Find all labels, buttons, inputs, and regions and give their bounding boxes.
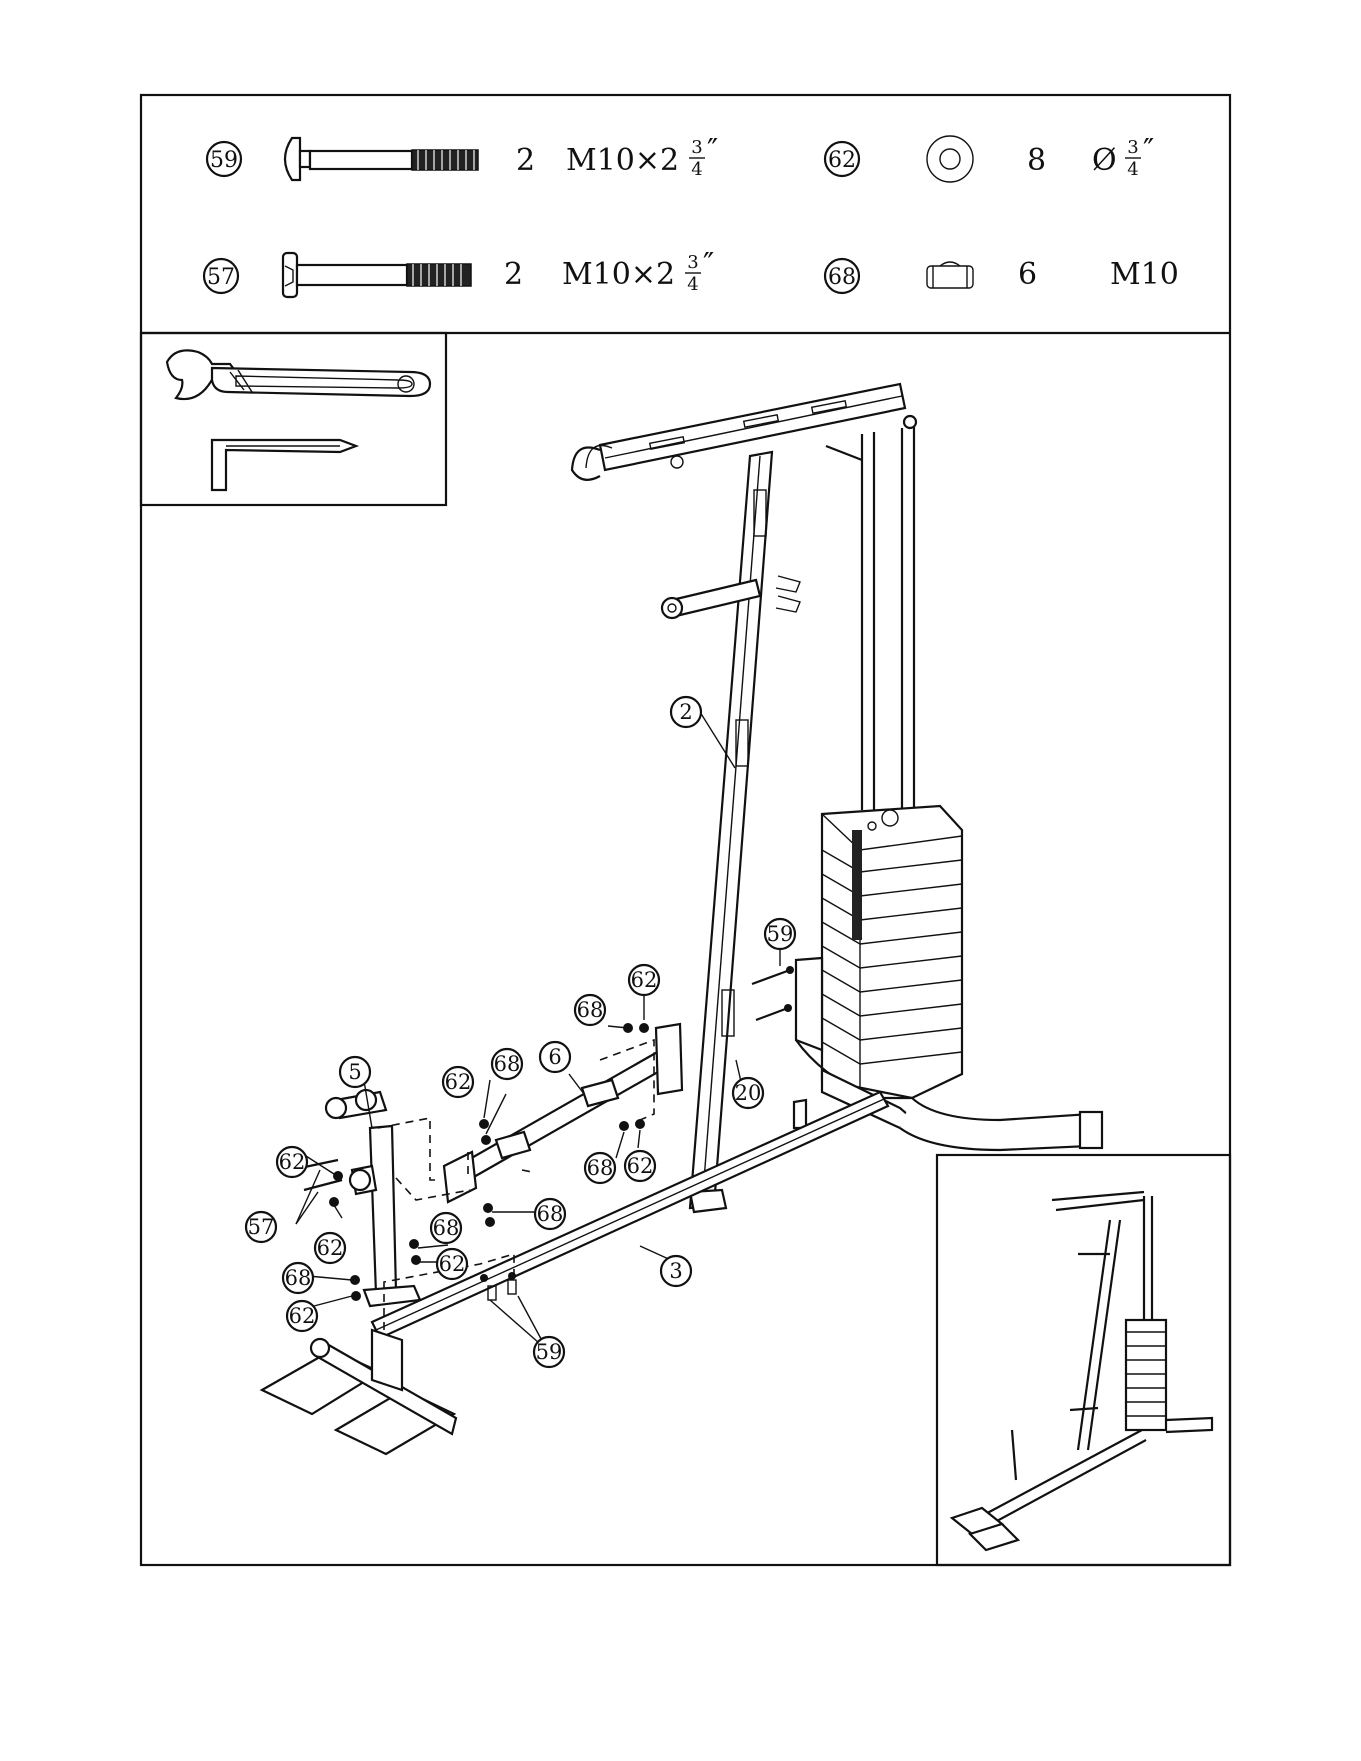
callout-68e: 68 — [431, 1213, 461, 1243]
callout-68a: 68 — [575, 995, 605, 1025]
callout-62e: 62 — [443, 1067, 473, 1097]
size-unit: ″ — [703, 247, 714, 282]
top-crossbar — [572, 384, 916, 480]
weight-stack — [822, 806, 962, 1098]
svg-text:68: 68 — [494, 1052, 521, 1076]
svg-text:62: 62 — [631, 968, 658, 992]
callout-59a: 59 — [765, 919, 795, 949]
callout-62b: 62 — [315, 1233, 345, 1263]
adjustable-wrench-icon — [167, 350, 430, 399]
svg-text:59: 59 — [767, 922, 794, 946]
size-main: M10 — [1110, 257, 1179, 292]
callout-68f: 68 — [283, 1263, 313, 1293]
part-number: 59 — [210, 148, 238, 173]
callout-62f: 62 — [629, 965, 659, 995]
size-unit: ″ — [707, 133, 718, 168]
svg-text:6: 6 — [548, 1045, 561, 1069]
svg-text:62: 62 — [279, 1150, 306, 1174]
callout-5: 5 — [340, 1057, 370, 1087]
callout-2: 2 — [671, 697, 701, 727]
hardware-row-57: 57 2 M10×2 3 4 ″ — [204, 247, 714, 297]
svg-text:68: 68 — [587, 1156, 614, 1180]
hardware-row-62: 62 8 Ø 3 4 ″ — [825, 133, 1154, 182]
callout-59b: 59 — [534, 1337, 564, 1367]
callout-68b: 68 — [492, 1049, 522, 1079]
svg-text:68: 68 — [433, 1216, 460, 1240]
svg-text:68: 68 — [577, 998, 604, 1022]
callout-62a: 62 — [277, 1147, 307, 1177]
size-frac-num: 3 — [691, 137, 702, 158]
svg-text:2: 2 — [679, 700, 692, 724]
part-number: 62 — [828, 148, 856, 173]
svg-text:62: 62 — [317, 1236, 344, 1260]
svg-text:57: 57 — [248, 1215, 275, 1239]
size-main: M10×2 — [566, 143, 679, 178]
svg-text:20: 20 — [735, 1081, 762, 1105]
page-frame — [141, 95, 1230, 1565]
size-frac-num: 3 — [687, 252, 698, 273]
svg-text:59: 59 — [536, 1340, 563, 1364]
svg-text:5: 5 — [348, 1060, 361, 1084]
svg-text:68: 68 — [537, 1202, 564, 1226]
hex-bolt-icon — [283, 253, 471, 297]
main-assembly-drawing: 2 3 5 6 20 59 59 57 62 62 62 62 62 62 62… — [246, 384, 1102, 1454]
svg-text:3: 3 — [669, 1259, 682, 1283]
size-frac-den: 4 — [691, 159, 702, 180]
hardware-row-68: 68 6 M10 — [825, 257, 1179, 293]
size-main: Ø — [1092, 143, 1117, 178]
size-frac-num: 3 — [1127, 137, 1138, 158]
hardware-list: 59 2 M10×2 3 4 ″ 62 — [204, 133, 1179, 297]
inset-frame — [937, 1155, 1230, 1565]
svg-text:68: 68 — [285, 1266, 312, 1290]
upright-frame-2 — [662, 452, 800, 1212]
inset-overview-drawing — [952, 1192, 1212, 1550]
callout-6: 6 — [540, 1042, 570, 1072]
hardware-row-59: 59 2 M10×2 3 4 ″ — [207, 133, 718, 180]
allen-key-icon — [212, 440, 356, 490]
guide-rods — [826, 426, 914, 810]
svg-text:62: 62 — [627, 1154, 654, 1178]
callout-62c: 62 — [287, 1301, 317, 1331]
carriage-bolt-icon — [285, 138, 478, 180]
nylon-nut-icon — [927, 262, 973, 288]
callout-62d: 62 — [437, 1249, 467, 1279]
svg-text:62: 62 — [439, 1252, 466, 1276]
size-frac-den: 4 — [687, 274, 698, 295]
quantity: 8 — [1027, 143, 1046, 178]
part-number: 57 — [207, 265, 235, 290]
foot-plates — [262, 1330, 456, 1454]
part-number: 68 — [828, 265, 856, 290]
quantity: 2 — [504, 257, 523, 292]
callout-57: 57 — [246, 1212, 276, 1242]
callout-20: 20 — [733, 1078, 763, 1108]
callout-68d: 68 — [535, 1199, 565, 1229]
washer-icon — [927, 136, 973, 182]
callout-62g: 62 — [625, 1151, 655, 1181]
svg-text:62: 62 — [289, 1304, 316, 1328]
size-unit: ″ — [1143, 133, 1154, 168]
svg-text:62: 62 — [445, 1070, 472, 1094]
callout-68c: 68 — [585, 1153, 615, 1183]
quantity: 6 — [1018, 257, 1037, 292]
size-frac-den: 4 — [1127, 159, 1138, 180]
size-main: M10×2 — [562, 257, 675, 292]
callout-3: 3 — [661, 1256, 691, 1286]
quantity: 2 — [516, 143, 535, 178]
